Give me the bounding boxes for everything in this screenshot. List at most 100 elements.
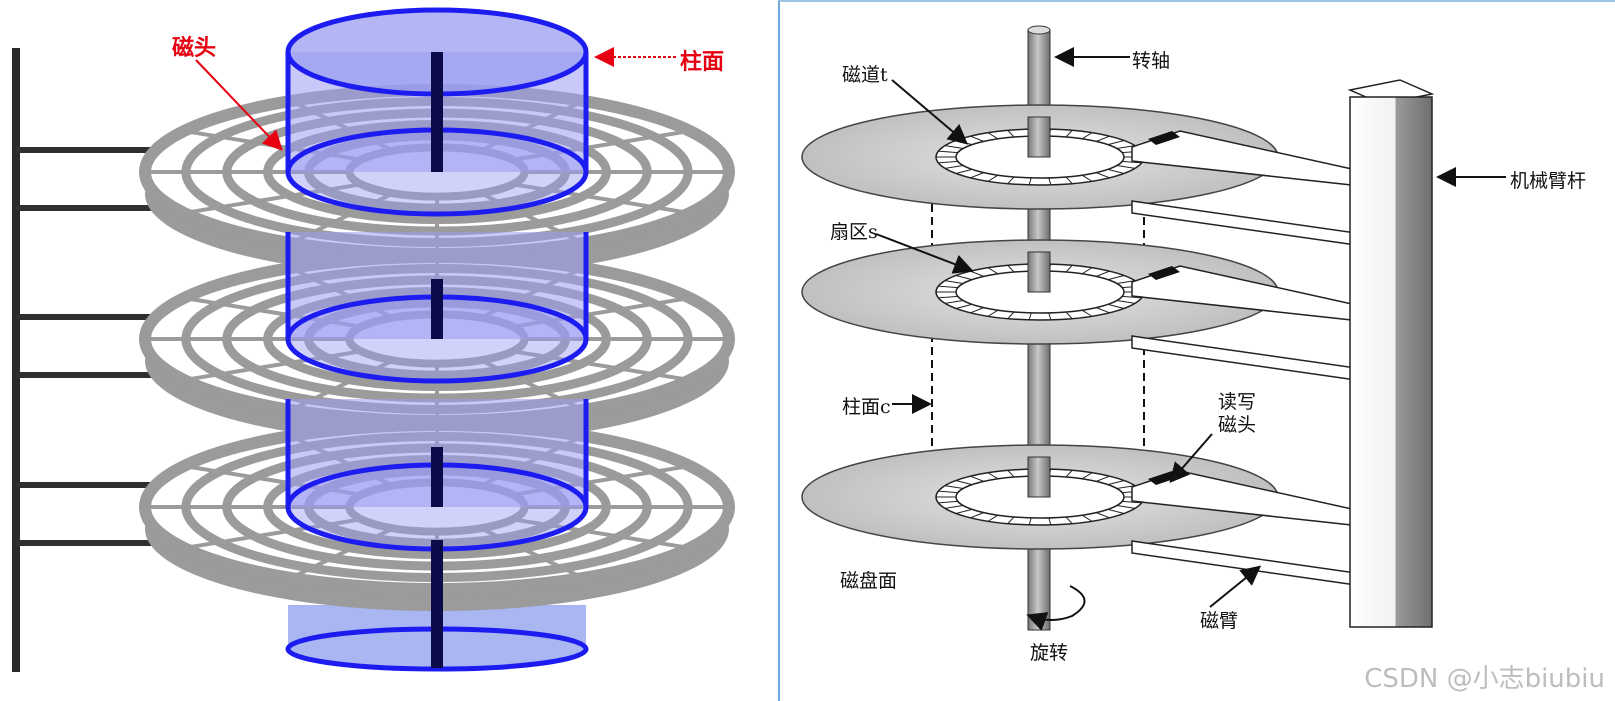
- arm-leader: [1209, 565, 1262, 608]
- sector-divider: [938, 295, 958, 299]
- lower-arm: [1131, 540, 1371, 588]
- sector-divider: [938, 285, 958, 289]
- sector-divider: [1081, 309, 1093, 317]
- sector-divider: [1122, 295, 1142, 299]
- sector-divider: [987, 267, 999, 275]
- sector-divider: [1116, 145, 1136, 149]
- track-leader: [891, 79, 969, 145]
- sector-divider: [1081, 174, 1093, 182]
- sector-divider: [1081, 472, 1093, 480]
- sector-divider: [1065, 265, 1073, 273]
- cylinder-label: 柱面: [680, 49, 725, 75]
- sector-divider: [938, 500, 958, 504]
- sector-divider: [987, 174, 999, 182]
- sector-spoke: [188, 517, 362, 550]
- head-pointer-arrow: [195, 59, 283, 151]
- sector-divider: [1107, 303, 1125, 309]
- sector-divider: [1081, 267, 1093, 275]
- sector-divider: [1007, 130, 1015, 138]
- sector-divider: [1081, 132, 1093, 140]
- sector-divider: [1096, 475, 1110, 482]
- spindle-over-platter: [1027, 116, 1051, 158]
- sector-divider: [955, 480, 973, 486]
- sector-divider: [1107, 508, 1125, 514]
- sector-divider: [1122, 160, 1142, 164]
- rotation-label: 旋转: [1030, 642, 1069, 664]
- sector-divider: [1007, 470, 1015, 478]
- rw-head-leader: [1169, 433, 1213, 484]
- sector-divider: [1048, 177, 1052, 185]
- sector-divider: [938, 150, 958, 154]
- sector-spoke: [188, 349, 362, 382]
- sector-divider: [1096, 270, 1110, 277]
- sector-divider: [1096, 512, 1110, 519]
- sector-divider: [1116, 300, 1136, 304]
- sector-divider: [1122, 500, 1142, 504]
- sector-divider: [1028, 312, 1032, 320]
- sector-divider: [1116, 280, 1136, 284]
- arm-pillar: [1349, 96, 1433, 628]
- sector-divider: [1065, 516, 1073, 524]
- sector-divider: [955, 168, 973, 174]
- sector-divider: [1048, 312, 1052, 320]
- sector-divider: [970, 512, 984, 519]
- sector-spoke: [293, 526, 395, 579]
- sector-divider: [987, 472, 999, 480]
- sector-divider: [1028, 177, 1032, 185]
- sector-divider: [944, 485, 964, 489]
- rotation-arrow: [1026, 585, 1086, 631]
- sector-divider: [955, 508, 973, 514]
- sector-spoke: [512, 182, 686, 215]
- sector-divider: [1096, 172, 1110, 179]
- rw-head-label-line2: 磁头: [1218, 414, 1257, 436]
- right-disk-svg: [801, 25, 1506, 631]
- spindle-over-platter: [1027, 251, 1051, 293]
- sector-divider: [1007, 311, 1015, 319]
- sector-divider: [1048, 517, 1052, 525]
- sector-divider: [970, 307, 984, 314]
- sector-label: 扇区s: [830, 221, 878, 243]
- sector-divider: [987, 309, 999, 317]
- track-label: 磁道t: [842, 64, 888, 86]
- sector-divider: [944, 300, 964, 304]
- arm-label: 磁臂: [1200, 610, 1239, 632]
- sector-divider: [1107, 275, 1125, 281]
- sector-spoke: [479, 526, 581, 579]
- sector-divider: [1107, 168, 1125, 174]
- lower-arm: [1131, 335, 1371, 383]
- sector-divider: [1081, 514, 1093, 522]
- sector-divider: [955, 275, 973, 281]
- sector-leader: [875, 233, 974, 274]
- arm-rod-label: 机械臂杆: [1510, 170, 1587, 192]
- left-disk-diagram: 磁头 柱面: [0, 0, 775, 701]
- sector-divider: [955, 303, 973, 309]
- sector-divider: [944, 280, 964, 284]
- right-disk-diagram: 转轴 磁道t 扇区s 柱面c 机械臂杆 读写 磁头 磁盘面 磁臂 旋转 CSDN…: [778, 0, 1615, 701]
- sector-divider: [938, 160, 958, 164]
- sector-divider: [1096, 307, 1110, 314]
- sector-divider: [970, 475, 984, 482]
- sector-divider: [1065, 311, 1073, 319]
- sector-divider: [1107, 140, 1125, 146]
- cylinder-c-label: 柱面c: [842, 396, 891, 418]
- platter-surface-label: 磁盘面: [840, 570, 898, 592]
- sector-divider: [1107, 480, 1125, 486]
- sector-divider: [1065, 470, 1073, 478]
- sector-divider: [938, 490, 958, 494]
- sector-divider: [987, 132, 999, 140]
- sector-spoke: [512, 517, 686, 550]
- sector-divider: [1007, 176, 1015, 184]
- sector-divider: [1007, 516, 1015, 524]
- sector-divider: [1096, 135, 1110, 142]
- sector-spoke: [512, 349, 686, 382]
- sector-divider: [1065, 176, 1073, 184]
- left-disk-svg: [12, 7, 735, 672]
- sector-divider: [970, 135, 984, 142]
- sector-divider: [944, 165, 964, 169]
- spindle-over-platter: [1027, 456, 1051, 498]
- sector-divider: [944, 145, 964, 149]
- sector-divider: [1116, 485, 1136, 489]
- watermark: CSDN @小志biubiu: [1364, 664, 1605, 694]
- sector-spoke: [188, 182, 362, 215]
- sector-divider: [1028, 517, 1032, 525]
